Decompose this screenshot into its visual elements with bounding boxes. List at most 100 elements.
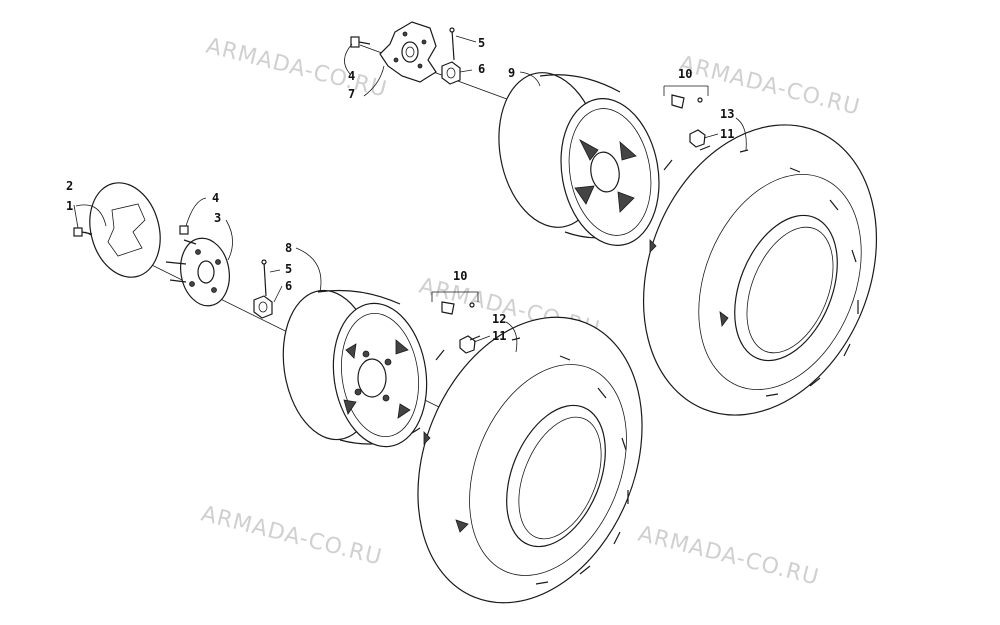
callout-2: 2 xyxy=(66,179,73,193)
leader-7 xyxy=(363,65,385,97)
leader-13 xyxy=(735,117,747,151)
rear-pin-eye xyxy=(449,27,455,33)
callout-4-front: 4 xyxy=(212,191,219,205)
rear-valve-body xyxy=(671,94,685,109)
front-tire xyxy=(417,316,643,604)
rear-hub-hole xyxy=(393,57,399,63)
leader-6-front xyxy=(273,285,283,303)
rear-tire-bead-inner xyxy=(746,226,834,354)
front-hub-stud xyxy=(165,261,187,265)
front-hub-center xyxy=(197,260,215,284)
rear-tire-tread xyxy=(663,145,859,397)
rear-valve-stem xyxy=(663,85,709,109)
callouts: 2 1 4 3 8 5 6 4 7 5 6 9 10 11 13 10 11 1… xyxy=(66,36,734,343)
front-hub xyxy=(165,225,230,307)
rear-rim-center-hub xyxy=(590,151,620,193)
front-hub-stud xyxy=(183,239,197,245)
front-rim-lug-hole xyxy=(382,394,390,402)
callout-11-front: 11 xyxy=(492,329,506,343)
disc-bolt-shank xyxy=(81,231,93,235)
rear-rim-spoke xyxy=(617,191,635,213)
rear-hub-hole xyxy=(421,39,427,45)
rear-tire-sidewall xyxy=(698,174,862,390)
front-tire-bead-inner xyxy=(518,416,602,540)
rear-valve-cap xyxy=(697,97,703,103)
front-rim-spoke xyxy=(345,343,357,359)
rear-hub xyxy=(379,21,437,83)
callout-4-rear: 4 xyxy=(348,69,355,83)
front-brake-disc xyxy=(89,182,161,278)
disc-bolt-head xyxy=(73,227,83,237)
leader-1 xyxy=(73,204,79,229)
front-hub-stud xyxy=(169,279,187,283)
rear-tire-bead xyxy=(734,214,838,362)
rear-lug-nut xyxy=(689,129,706,148)
callout-1: 1 xyxy=(66,199,73,213)
callout-10-rear: 10 xyxy=(678,67,692,81)
callout-11-rear: 11 xyxy=(720,127,734,141)
callout-3: 3 xyxy=(214,211,221,225)
leader-5-front xyxy=(269,269,281,273)
brake-disc-outer xyxy=(89,182,161,278)
front-rim-center-hub xyxy=(357,358,387,398)
front-pin-eye xyxy=(261,259,267,265)
rear-tire xyxy=(642,124,878,416)
leader-8 xyxy=(295,247,322,293)
callout-10-front: 10 xyxy=(453,269,467,283)
front-tire-tread xyxy=(435,335,629,585)
rear-tire-lug xyxy=(719,311,729,328)
rear-rim-spoke xyxy=(574,185,595,205)
front-rim-inner-ring xyxy=(340,312,420,438)
front-hub-hole xyxy=(211,287,217,293)
leader-9 xyxy=(519,71,541,87)
front-hub-hole xyxy=(195,249,201,255)
front-tire-sidewall xyxy=(469,364,627,576)
front-hub-hole xyxy=(189,281,195,287)
rear-bolt-head xyxy=(350,36,360,48)
front-rim-spoke xyxy=(397,403,411,419)
front-valve-cap xyxy=(469,302,475,308)
rear-hub-bolt xyxy=(350,36,371,48)
rear-pin-shaft xyxy=(451,29,455,61)
rear-nut-bore xyxy=(446,67,456,79)
callout-5-rear: 5 xyxy=(478,36,485,50)
leader-2 xyxy=(75,204,107,227)
callout-5-front: 5 xyxy=(285,262,292,276)
front-nut-bore xyxy=(258,301,268,313)
front-wheel-rim xyxy=(282,289,428,448)
leader-lines xyxy=(73,35,747,353)
watermark-4: ARMADA-CO.RU xyxy=(199,502,385,571)
front-valve-body xyxy=(441,301,455,315)
rear-nut-body xyxy=(441,61,461,85)
front-valve-stem xyxy=(431,291,479,315)
rear-wheel-rim xyxy=(498,72,660,246)
callout-12: 12 xyxy=(492,312,506,326)
rear-hub-bore xyxy=(405,46,415,58)
front-rim-lug-hole xyxy=(384,358,392,366)
rear-lug-body xyxy=(689,129,706,148)
leader-3 xyxy=(225,219,233,261)
front-axle-nut xyxy=(253,295,273,319)
front-pin-shaft xyxy=(263,261,267,297)
rear-bolt-shank xyxy=(358,41,371,45)
front-hub-hole xyxy=(215,259,221,265)
front-tire-lug xyxy=(423,431,431,445)
watermark-5: ARMADA-CO.RU xyxy=(636,522,822,591)
leader-6-rear xyxy=(459,69,473,73)
callout-6-front: 6 xyxy=(285,279,292,293)
rear-hub-hole xyxy=(402,31,408,37)
brake-disc-bolt xyxy=(73,227,93,237)
front-rim-top-edge xyxy=(317,289,401,305)
brake-disc-cutout xyxy=(107,203,146,257)
callout-8: 8 xyxy=(285,241,292,255)
front-rim-spoke xyxy=(343,399,357,415)
front-hub-bolt-head xyxy=(179,225,189,235)
front-lug-nut xyxy=(459,335,476,354)
front-tire-bead xyxy=(506,404,606,548)
leader-4-rear xyxy=(344,43,353,75)
rear-hub-center xyxy=(401,41,419,63)
leader-11-front xyxy=(473,335,491,343)
front-cotter-pin xyxy=(261,259,267,297)
leader-5-rear xyxy=(455,35,477,43)
